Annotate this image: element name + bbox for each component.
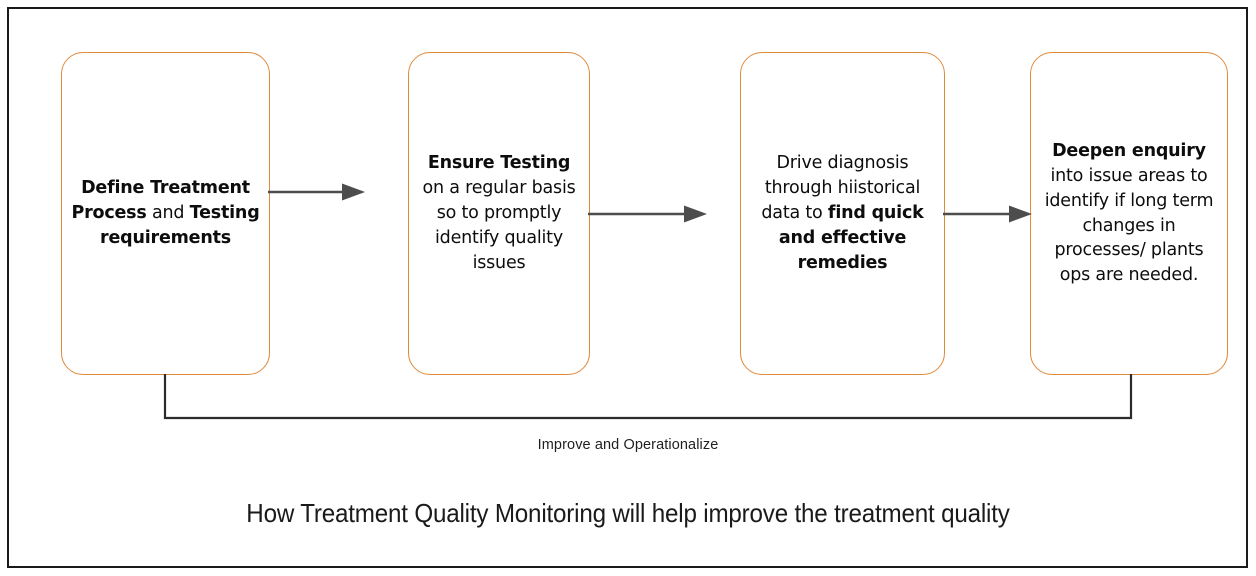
step-box-define-treatment-process[interactable]: Define Treatment Process and Testing req… [61, 52, 270, 375]
feedback-loop-label: Improve and Operationalize [537, 437, 719, 453]
arrow-step3-to-step4-icon [943, 202, 1035, 226]
step-text-define-treatment-process: Define Treatment Process and Testing req… [71, 178, 260, 248]
feedback-loop-connector [150, 360, 1150, 435]
arrow-step1-to-step2-icon [268, 180, 368, 204]
step-box-ensure-testing[interactable]: Ensure Testing on a regular basis so to … [408, 52, 590, 375]
step-box-deepen-enquiry[interactable]: Deepen enquiry into issue areas to ident… [1030, 52, 1228, 375]
diagram-caption: How Treatment Quality Monitoring will he… [246, 498, 1010, 528]
step-box-drive-diagnosis[interactable]: Drive diagnosis through hiistorical data… [740, 52, 945, 375]
arrow-step2-to-step3-icon [588, 202, 710, 226]
step-text-ensure-testing: Ensure Testing on a regular basis so to … [422, 153, 576, 273]
step-text-drive-diagnosis: Drive diagnosis through hiistorical data… [761, 153, 924, 273]
step-text-deepen-enquiry: Deepen enquiry into issue areas to ident… [1044, 140, 1214, 286]
